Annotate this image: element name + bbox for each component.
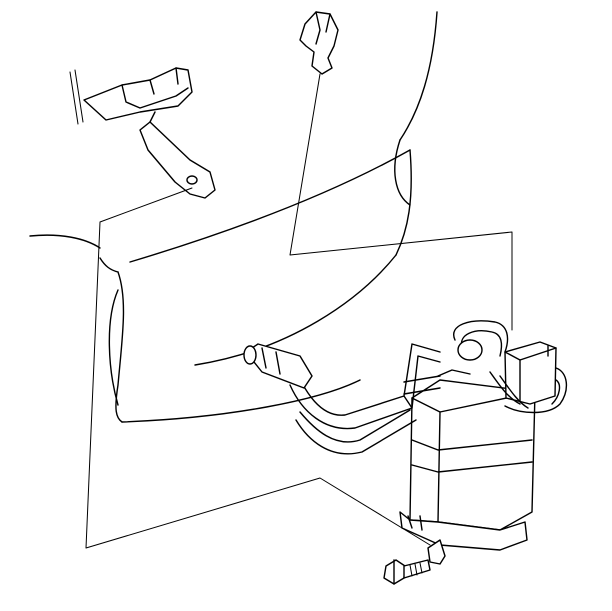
body-panel (29, 11, 438, 423)
hose-retainer-clip (299, 11, 339, 75)
canister-bracket (403, 375, 446, 565)
mounting-bolt (383, 559, 431, 585)
upper-bracket (69, 67, 216, 199)
leader-lines (85, 73, 513, 549)
evap-canister (399, 369, 536, 551)
purge-valve (504, 341, 557, 405)
vapor-hoses (243, 320, 567, 455)
